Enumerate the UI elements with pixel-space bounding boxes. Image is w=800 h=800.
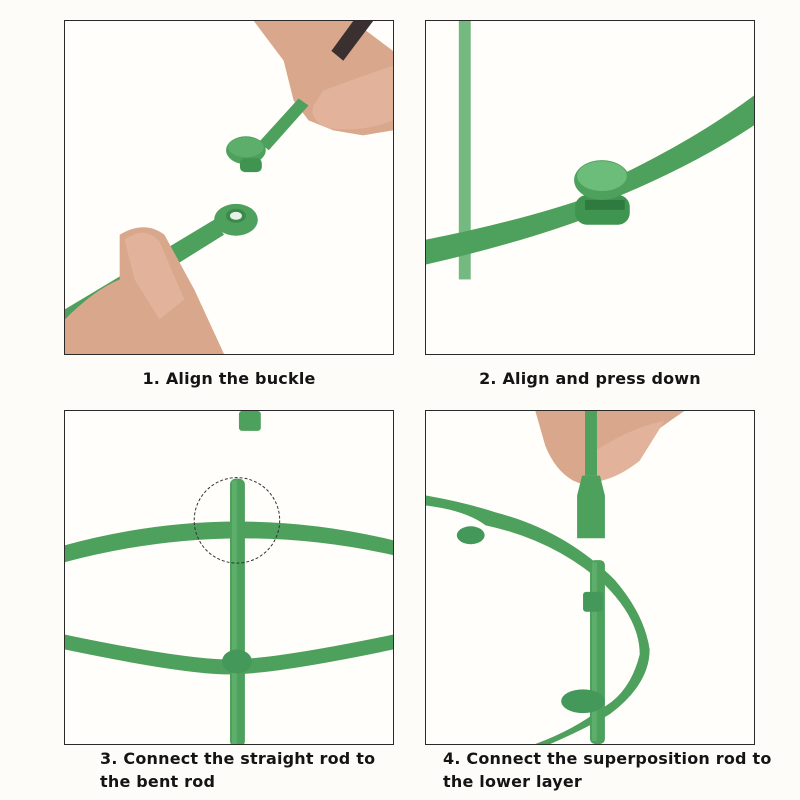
step-4-caption-line-1: 4. Connect the superposition rod to: [443, 749, 772, 768]
step-2-caption: 2. Align and press down: [479, 369, 701, 388]
step-4-illustration: [426, 411, 685, 744]
step-2-image: [425, 20, 755, 355]
step-3-caption: 3. Connect the straight rod to the bent …: [100, 747, 400, 793]
step-3-caption-line-1: 3. Connect the straight rod to: [100, 749, 376, 768]
step-1-caption: 1. Align the buckle: [142, 369, 316, 388]
step-3-illustration: [65, 411, 393, 744]
step-2-illustration: [426, 21, 754, 280]
step-3-image: [64, 410, 394, 745]
step-3-caption-line-2: the bent rod: [100, 772, 216, 791]
step-4-caption-line-2: the lower layer: [443, 772, 582, 791]
step-1-illustration: [65, 21, 393, 354]
step-4-caption: 4. Connect the superposition rod to the …: [443, 747, 783, 793]
step-4-image: [425, 410, 755, 745]
step-1-image: [64, 20, 394, 355]
